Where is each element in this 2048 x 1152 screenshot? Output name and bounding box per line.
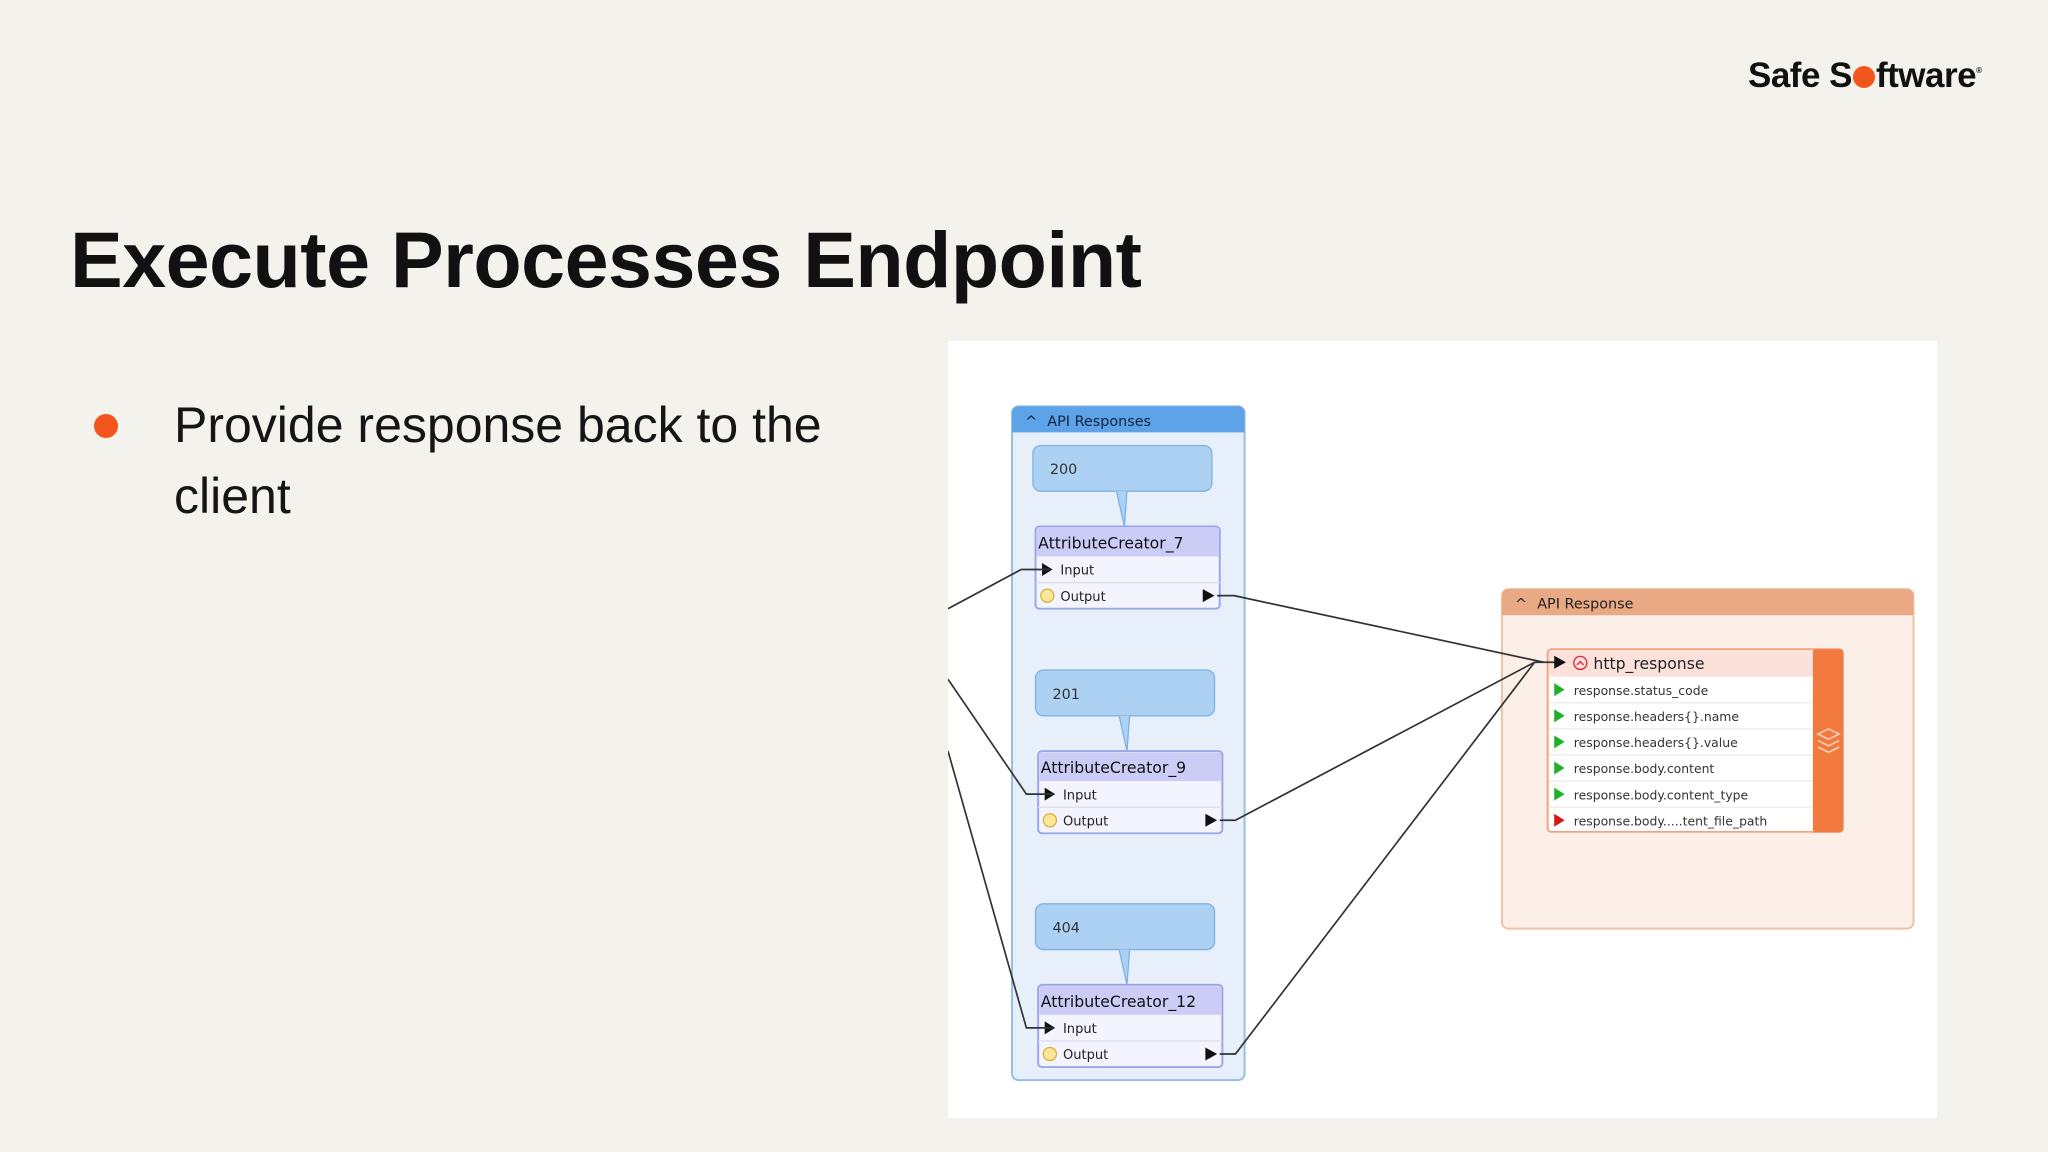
output-chevron-icon[interactable] (1042, 1046, 1058, 1062)
annotation[interactable]: 404 (1034, 903, 1216, 985)
group-title: API Responses (1047, 414, 1151, 430)
connection-line[interactable] (948, 750, 1053, 1029)
writer-attribute[interactable]: response.body.....tent_file_path (1548, 813, 1813, 834)
collapse-icon: ^ (1515, 597, 1527, 613)
bullet-item: Provide response back to the client (92, 390, 892, 532)
bullet-list: Provide response back to the client (92, 390, 892, 532)
attribute-name: response.body.content (1574, 761, 1715, 776)
attribute-port-icon (1554, 735, 1565, 749)
connection-line[interactable] (948, 678, 1053, 795)
annotation-text: 200 (1050, 462, 1077, 478)
writer-side-bar (1812, 649, 1843, 833)
collapse-icon: ^ (1025, 414, 1037, 430)
annotation-text: 404 (1053, 921, 1080, 937)
output-port-label: Output (1063, 1048, 1108, 1063)
logo-dot (1853, 66, 1875, 88)
output-port-icon[interactable] (1205, 1047, 1218, 1061)
transformer-name: AttributeCreator_7 (1038, 534, 1183, 554)
logo-text-start: Safe S (1748, 56, 1853, 95)
connection-line[interactable] (1219, 661, 1536, 1055)
output-chevron-icon[interactable] (1040, 588, 1055, 603)
output-chevron-icon[interactable] (1042, 813, 1058, 828)
annotation-text: 201 (1053, 687, 1080, 703)
transformer-name: AttributeCreator_12 (1041, 992, 1196, 1012)
attribute-name: response.body.....tent_file_path (1574, 813, 1767, 828)
input-port-label: Input (1063, 1022, 1097, 1037)
writer-input-port-icon[interactable] (1554, 655, 1566, 669)
writer-attribute[interactable]: response.headers{}.value (1548, 735, 1813, 756)
writer-http-response[interactable]: http_response response.status_coderespon… (1546, 648, 1844, 834)
logo-text-end: ftware (1876, 56, 1977, 95)
output-port-label: Output (1060, 590, 1105, 605)
attribute-port-icon (1554, 787, 1565, 801)
connection-line[interactable] (948, 568, 1050, 610)
attribute-port-icon (1554, 683, 1565, 697)
transformer-name: AttributeCreator_9 (1041, 758, 1186, 778)
attribute-name: response.headers{}.name (1574, 709, 1739, 724)
group-api-responses[interactable]: ^ API Responses (1011, 405, 1246, 1082)
attribute-port-icon (1554, 709, 1565, 723)
input-port-label: Input (1063, 788, 1097, 803)
workspace-canvas: ^ API Responses 200AttributeCreator_7Inp… (948, 405, 1915, 1082)
output-port-icon[interactable] (1205, 813, 1218, 827)
writer-attribute[interactable]: response.body.content (1548, 761, 1813, 782)
connection-line[interactable] (1217, 594, 1544, 664)
collapse-circle-icon (1573, 655, 1588, 671)
slide-title: Execute Processes Endpoint (70, 215, 1142, 304)
attribute-name: response.headers{}.value (1574, 735, 1738, 750)
attribute-name: response.body.content_type (1574, 787, 1748, 802)
layers-icon (1816, 727, 1841, 754)
writer-attribute[interactable]: response.status_code (1548, 683, 1813, 704)
bullet-text: Provide response back to the client (174, 397, 822, 524)
annotation[interactable]: 200 (1032, 444, 1213, 527)
writer-attribute[interactable]: response.body.content_type (1548, 787, 1813, 808)
writer-name: http_response (1593, 654, 1704, 674)
attribute-port-icon (1554, 761, 1565, 775)
output-port-icon[interactable] (1202, 589, 1215, 603)
bullet-dot-icon (94, 414, 118, 438)
input-port-label: Input (1060, 564, 1094, 579)
connection-line[interactable] (1219, 661, 1536, 822)
group-header (1012, 406, 1245, 433)
annotation[interactable]: 201 (1034, 669, 1216, 752)
attribute-port-icon (1554, 813, 1565, 827)
attribute-name: response.status_code (1574, 683, 1708, 698)
output-port-label: Output (1063, 814, 1108, 829)
writer-attribute[interactable]: response.headers{}.name (1548, 709, 1813, 730)
group-title: API Response (1537, 597, 1633, 613)
